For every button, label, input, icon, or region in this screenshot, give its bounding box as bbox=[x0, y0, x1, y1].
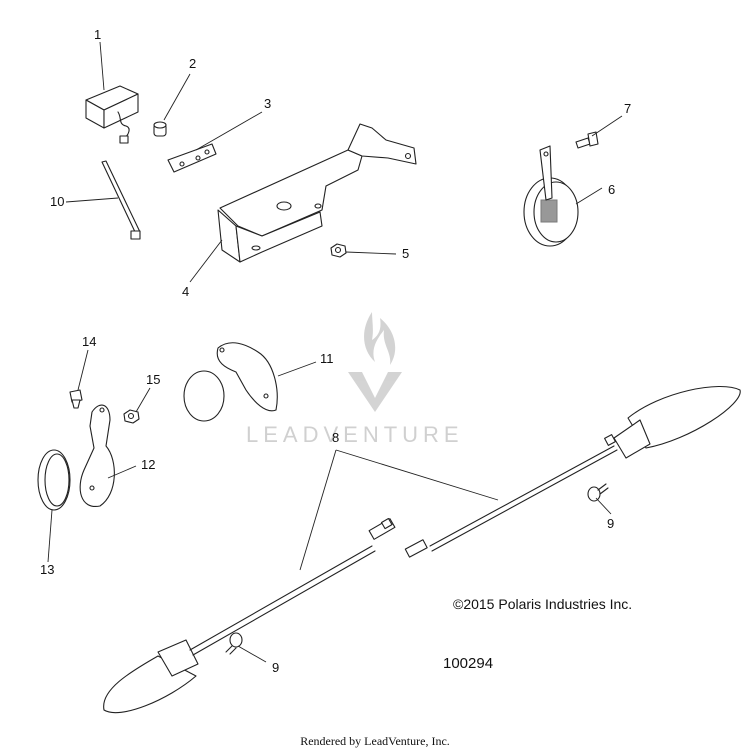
part-5-nut bbox=[330, 243, 347, 258]
part-13-reflector bbox=[37, 449, 71, 511]
callout-3: 3 bbox=[264, 96, 271, 111]
part-8-turn-signal-upper bbox=[404, 385, 741, 558]
callout-1: 1 bbox=[94, 27, 101, 42]
callout-8: 8 bbox=[332, 430, 339, 445]
callout-10: 10 bbox=[50, 194, 64, 209]
copyright-notice: ©2015 Polaris Industries Inc. bbox=[453, 596, 633, 612]
callout-12: 12 bbox=[141, 457, 155, 472]
part-8-turn-signal-lower bbox=[103, 517, 396, 714]
callout-6: 6 bbox=[608, 182, 615, 197]
part-1-license-lamp bbox=[85, 85, 139, 144]
part-7-bolt bbox=[575, 131, 599, 149]
callout-14: 14 bbox=[82, 334, 96, 349]
part-15-nut bbox=[123, 409, 140, 424]
callout-9-upper: 9 bbox=[607, 516, 614, 531]
part-11-reflector-bracket bbox=[183, 342, 278, 422]
drawing-number: 100294 bbox=[443, 655, 494, 672]
callout-7: 7 bbox=[624, 101, 631, 116]
callout-2: 2 bbox=[189, 56, 196, 71]
callout-9-lower: 9 bbox=[272, 660, 279, 675]
callout-11: 11 bbox=[320, 351, 334, 366]
part-12-reflector-bracket bbox=[79, 404, 115, 507]
leader-lines bbox=[47, 41, 623, 663]
part-2-spacer bbox=[153, 121, 167, 137]
callout-13: 13 bbox=[40, 562, 54, 577]
footer-credit: Rendered by LeadVenture, Inc. bbox=[300, 734, 450, 748]
part-10-cable-tie bbox=[101, 160, 141, 240]
part-9-screw-upper bbox=[587, 483, 609, 502]
watermark-text: LEADVENTURE bbox=[246, 422, 464, 447]
part-14-screw bbox=[69, 389, 83, 409]
part-4-main-bracket bbox=[217, 123, 417, 263]
part-9-screw-lower bbox=[225, 632, 243, 655]
callout-15: 15 bbox=[146, 372, 160, 387]
callout-4: 4 bbox=[182, 284, 189, 299]
part-6-horn bbox=[523, 145, 579, 247]
callout-5: 5 bbox=[402, 246, 409, 261]
leadventure-watermark-logo bbox=[348, 312, 402, 412]
part-3-plate-bracket bbox=[167, 143, 217, 173]
callouts: 1 2 3 4 5 6 7 8 9 9 10 11 12 13 14 15 bbox=[40, 27, 631, 675]
